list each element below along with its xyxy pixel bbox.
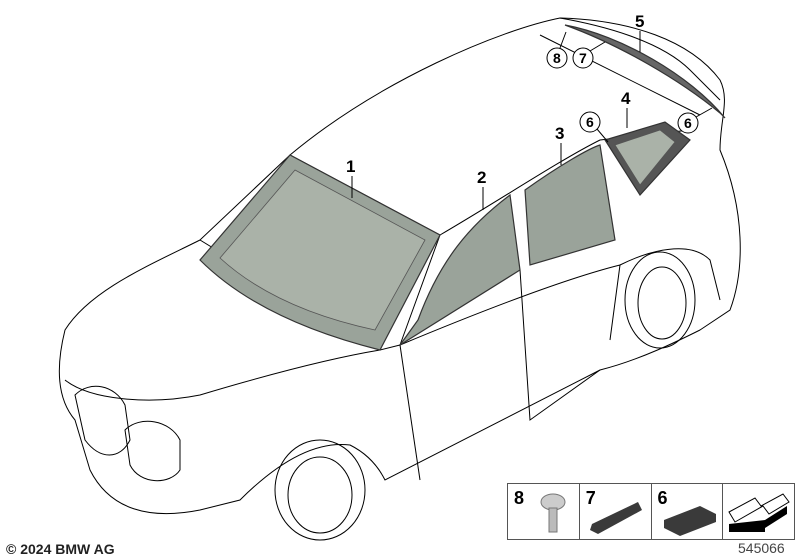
direction-arrow-icon [728, 493, 790, 532]
callout-6-right: 6 [677, 107, 713, 134]
wedge-pad-icon [589, 502, 642, 534]
legend-number: 7 [585, 488, 596, 508]
legend-item-arrow [723, 484, 794, 539]
svg-text:1: 1 [346, 157, 355, 176]
car-body-outline [58, 17, 741, 541]
callout-3: 3 [555, 124, 564, 165]
copyright-text: © 2024 BMW AG [6, 541, 115, 557]
callout-7: 7 [572, 41, 606, 69]
screw-icon [540, 493, 566, 533]
callout-1: 1 [346, 157, 355, 198]
rear-side-window-inner [614, 129, 676, 186]
callout-4: 4 [621, 89, 631, 128]
callout-8: 8 [546, 31, 568, 69]
callout-5: 5 [635, 12, 644, 52]
callout-2: 2 [477, 168, 486, 210]
svg-text:7: 7 [579, 50, 587, 66]
svg-text:4: 4 [621, 89, 631, 108]
svg-text:6: 6 [586, 114, 594, 130]
windscreen-inner [219, 169, 426, 331]
block-pad-icon [663, 506, 716, 536]
svg-text:5: 5 [635, 12, 644, 31]
legend-number: 8 [514, 488, 525, 508]
diagram-id: 545066 [738, 540, 785, 556]
legend-item-block: 6 [652, 484, 724, 539]
legend-item-screw: 8 [508, 484, 580, 539]
svg-text:8: 8 [553, 50, 561, 66]
parts-legend: 8 7 6 [507, 483, 795, 540]
callout-6-left: 6 [579, 111, 609, 143]
svg-text:6: 6 [684, 115, 692, 131]
rear-door-window-glass[interactable] [524, 144, 616, 266]
rear-window-glass[interactable] [564, 24, 726, 119]
legend-item-wedge: 7 [580, 484, 652, 539]
svg-text:3: 3 [555, 124, 564, 143]
legend-number: 6 [657, 488, 668, 508]
svg-text:2: 2 [477, 168, 486, 187]
front-door-window-glass[interactable] [399, 193, 521, 346]
